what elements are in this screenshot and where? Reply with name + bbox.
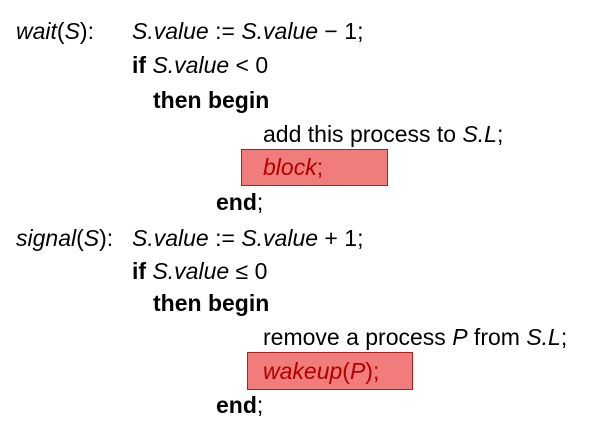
- signal-assign-end: ;: [357, 225, 364, 251]
- signal-assign-plus: +: [318, 225, 345, 251]
- wait-end-line: end;: [216, 189, 263, 215]
- wait-assign-rhs: S.value: [241, 18, 319, 44]
- wakeup-func: wakeup: [263, 358, 343, 384]
- wait-assign-num: 1: [344, 18, 358, 44]
- wakeup-arg: P: [349, 358, 366, 384]
- block-highlight-box: [241, 149, 388, 186]
- wakeup-close: );: [365, 358, 380, 384]
- wait-assign-lhs: S.value: [132, 18, 209, 44]
- signal-cond-op: ≤: [229, 258, 255, 284]
- wait-close: ):: [79, 18, 94, 44]
- wait-end-semi: ;: [256, 189, 264, 215]
- signal-assign-op: :=: [208, 225, 242, 251]
- signal-if-line: if S.value ≤ 0: [132, 258, 267, 284]
- signal-label: signal: [16, 225, 77, 251]
- wakeup-open: (: [342, 358, 350, 384]
- wait-if-line: if S.value < 0: [132, 52, 268, 78]
- signal-assign-line: S.value := S.value + 1;: [132, 225, 363, 251]
- signal-end-keyword: end: [216, 392, 257, 418]
- signal-assign-rhs: S.value: [241, 225, 319, 251]
- wait-action-end: ;: [496, 121, 504, 147]
- signal-assign-lhs: S.value: [132, 225, 209, 251]
- wait-assign-line: S.value := S.value − 1;: [132, 18, 363, 44]
- wait-open-paren: (: [56, 18, 65, 44]
- wait-cond-num: 0: [255, 52, 269, 78]
- wait-action-text: add this process to: [263, 121, 463, 147]
- block-call: block;: [263, 154, 323, 180]
- signal-action-from: from: [467, 324, 527, 350]
- wait-if-keyword: if: [132, 52, 147, 78]
- signal-action-var: S.L: [526, 324, 561, 350]
- signal-if-keyword: if: [132, 258, 147, 284]
- wait-end-keyword: end: [216, 189, 257, 215]
- block-func: block: [263, 154, 317, 180]
- block-end: ;: [316, 154, 324, 180]
- signal-open-paren: (: [76, 225, 84, 251]
- wait-assign-op: :=: [208, 18, 242, 44]
- wait-arg: S: [64, 18, 80, 44]
- wait-action-var: S.L: [462, 121, 497, 147]
- wait-then-begin: then begin: [153, 87, 270, 113]
- signal-header-line: signal(S):: [16, 225, 113, 251]
- signal-end-line: end;: [216, 392, 263, 418]
- signal-then-begin: then begin: [153, 290, 270, 316]
- wait-action-line: add this process to S.L;: [263, 121, 503, 147]
- wait-assign-end: ;: [357, 18, 364, 44]
- wait-assign-minus: −: [318, 18, 345, 44]
- signal-action-line: remove a process P from S.L;: [263, 324, 567, 350]
- wakeup-highlight-box: [247, 352, 413, 390]
- signal-cond-var: S.value: [152, 258, 230, 284]
- wait-cond-op: <: [229, 52, 256, 78]
- signal-arg: S: [83, 225, 100, 251]
- signal-action-text: remove a process: [263, 324, 453, 350]
- signal-close: ):: [99, 225, 114, 251]
- signal-end-semi: ;: [256, 392, 264, 418]
- signal-assign-num: 1: [344, 225, 358, 251]
- signal-action-var-p: P: [452, 324, 468, 350]
- wait-cond-var: S.value: [152, 52, 230, 78]
- wait-header-line: wait(S):: [16, 18, 94, 44]
- signal-action-end: ;: [560, 324, 568, 350]
- signal-cond-num: 0: [254, 258, 268, 284]
- wait-label: wait: [16, 18, 57, 44]
- wakeup-call: wakeup(P);: [263, 358, 379, 384]
